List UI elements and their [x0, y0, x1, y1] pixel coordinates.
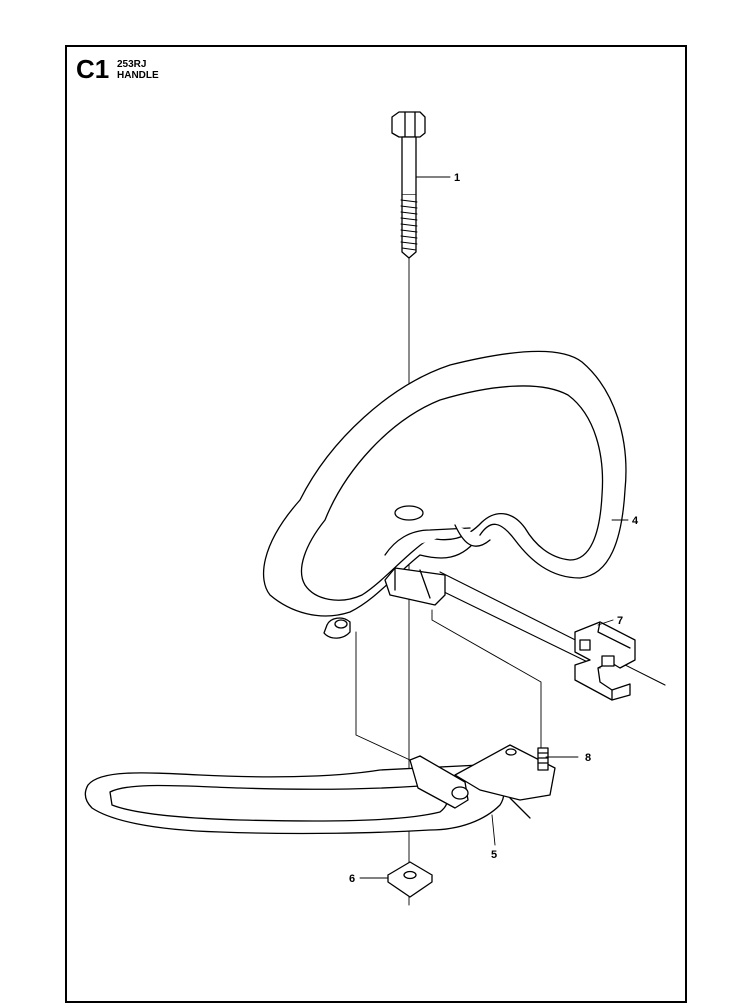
drawing-frame	[65, 45, 687, 1003]
bolt-threads	[400, 199, 418, 251]
square-nut-part	[387, 861, 433, 898]
model-title: 253RJ HANDLE	[117, 59, 159, 81]
assembly-guide-lines	[355, 609, 542, 761]
callout-8: 8	[585, 752, 591, 764]
spacer-clamp-part	[574, 621, 636, 701]
bolt-part	[391, 111, 426, 259]
callout-4: 4	[632, 515, 639, 527]
stud-part	[537, 747, 549, 771]
section-code: C1	[76, 54, 110, 84]
shaft-lines	[439, 571, 666, 686]
callout-7: 7	[617, 615, 623, 627]
lower-handle-part	[84, 744, 556, 835]
callout-leaders	[359, 176, 629, 879]
pin-part	[409, 755, 469, 809]
callout-5: 5	[491, 849, 497, 861]
loop-handle-part	[262, 350, 627, 639]
callout-1: 1	[454, 172, 460, 184]
assembly-name: HANDLE	[117, 70, 159, 81]
callout-6: 6	[349, 873, 355, 885]
model-number: 253RJ	[117, 59, 147, 70]
